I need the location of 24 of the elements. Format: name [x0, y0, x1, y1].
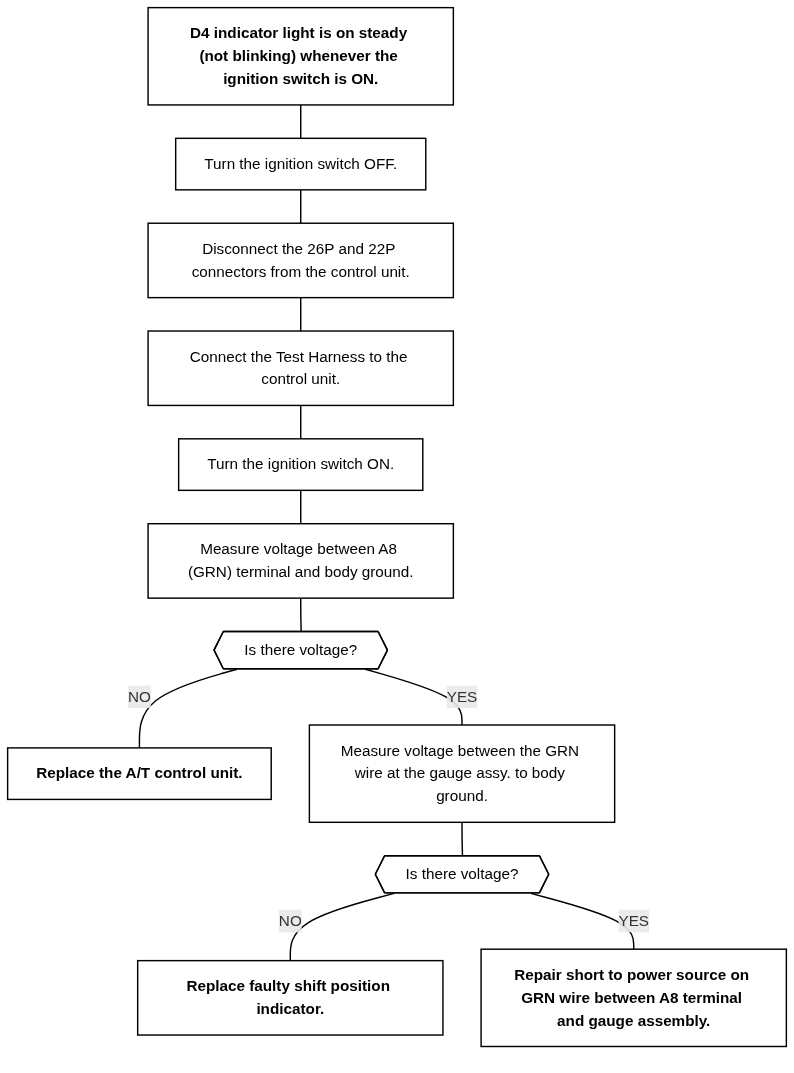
connector [530, 892, 635, 950]
node-box: Connect the Test Harness to the control unit. [147, 330, 455, 407]
node-box: D4 indicator light is on steady (not blinking) whenever the ignition switch is ON. [147, 6, 455, 106]
connector [300, 597, 302, 633]
edge-label: YES [446, 688, 478, 705]
node-box: Turn the ignition switch OFF. [174, 137, 427, 191]
node-box: Replace the A/T control unit. [6, 747, 272, 801]
node-box: Turn the ignition switch ON. [177, 438, 424, 492]
connector [138, 668, 238, 749]
connector [300, 296, 302, 332]
node-box: Measure voltage between the GRN wire at the gauge assy. to body ground. [308, 724, 616, 824]
connector [300, 404, 302, 440]
node-box: Measure voltage between A8 (GRN) terminal and body ground. [147, 523, 455, 599]
connector [300, 189, 302, 224]
node-box: Disconnect the 26P and 22P connectors from the control unit. [147, 222, 455, 299]
node-box: Replace faulty shift position indicator. [136, 959, 444, 1036]
node-box: Repair short to power source on GRN wire between A8 terminal and gauge assembly. [480, 948, 788, 1048]
edge-label: YES [618, 912, 649, 929]
connector [300, 489, 302, 525]
connector [300, 104, 302, 140]
connector [461, 821, 464, 857]
connector [289, 892, 395, 962]
edge-label: NO [127, 688, 151, 705]
edge-label: NO [278, 912, 302, 929]
